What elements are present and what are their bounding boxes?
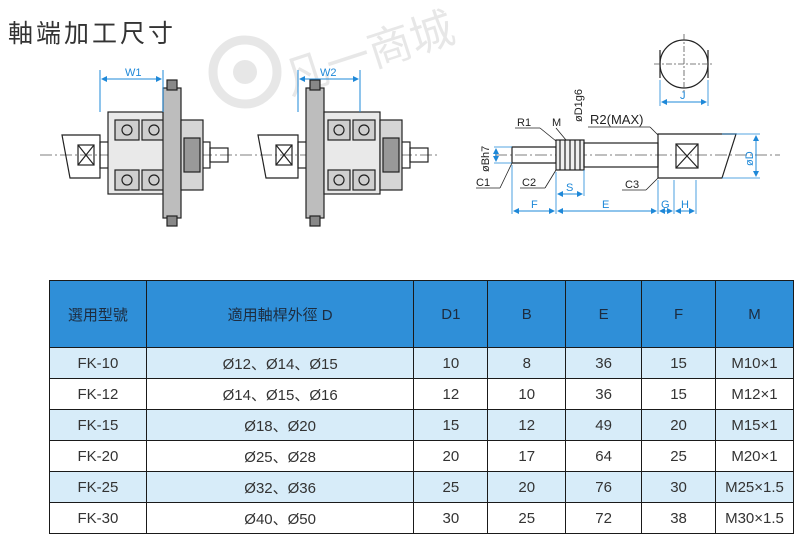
c2-label: C2 [522, 177, 536, 189]
cell-m: M30×1.5 [714, 502, 795, 534]
cell-d1: 25 [413, 471, 489, 503]
header-b: B [487, 280, 567, 348]
h-label: H [681, 199, 689, 211]
cell-e: 49 [565, 409, 643, 441]
table-row: FK-25 Ø32、Ø36 25 20 76 30 M25×1.5 [49, 471, 795, 503]
cell-d1: 30 [413, 502, 489, 534]
header-e: E [565, 280, 643, 348]
cell-shaft-diameter: Ø32、Ø36 [145, 471, 415, 503]
cell-model: FK-30 [49, 502, 147, 534]
cell-f: 38 [641, 502, 716, 534]
cell-b: 8 [487, 347, 567, 379]
header-model: 選用型號 [49, 280, 147, 348]
table-row: FK-15 Ø18、Ø20 15 12 49 20 M15×1 [49, 409, 795, 441]
cell-b: 10 [487, 378, 567, 410]
cell-model: FK-12 [49, 378, 147, 410]
cell-e: 36 [565, 347, 643, 379]
c3-label: C3 [625, 179, 639, 191]
cell-f: 20 [641, 409, 716, 441]
table-row: FK-20 Ø25、Ø28 20 17 64 25 M20×1 [49, 440, 795, 472]
cell-f: 15 [641, 347, 716, 379]
table-row: FK-10 Ø12、Ø14、Ø15 10 8 36 15 M10×1 [49, 347, 795, 379]
header-shaft-diameter: 適用軸桿外徑 D [145, 280, 415, 348]
r2-label: R2(MAX) [590, 112, 643, 127]
cell-b: 20 [487, 471, 567, 503]
page-title: 軸端加工尺寸 [8, 19, 177, 48]
cell-model: FK-10 [49, 347, 147, 379]
cell-shaft-diameter: Ø25、Ø28 [145, 440, 415, 472]
cell-shaft-diameter: Ø18、Ø20 [145, 409, 415, 441]
bearing-assembly-1 [40, 79, 240, 227]
w2-label: W2 [320, 67, 337, 79]
cell-m: M20×1 [714, 440, 795, 472]
m-label: M [552, 117, 561, 129]
cell-m: M25×1.5 [714, 471, 795, 503]
table-row: FK-30 Ø40、Ø50 30 25 72 38 M30×1.5 [49, 502, 795, 534]
table-row: FK-12 Ø14、Ø15、Ø16 12 10 36 15 M12×1 [49, 378, 795, 410]
j-label: J [680, 90, 686, 102]
header-m: M [714, 280, 795, 348]
bearing-assembly-2 [240, 79, 440, 227]
cell-shaft-diameter: Ø12、Ø14、Ø15 [145, 347, 415, 379]
f-label: F [531, 199, 538, 211]
s-label: S [566, 182, 573, 194]
cell-m: M12×1 [714, 378, 795, 410]
cell-model: FK-15 [49, 409, 147, 441]
w1-label: W1 [125, 67, 142, 79]
cell-e: 72 [565, 502, 643, 534]
cell-shaft-diameter: Ø14、Ø15、Ø16 [145, 378, 415, 410]
header-d1: D1 [413, 280, 489, 348]
cell-model: FK-20 [49, 440, 147, 472]
cell-d1: 20 [413, 440, 489, 472]
cell-shaft-diameter: Ø40、Ø50 [145, 502, 415, 534]
cell-d1: 12 [413, 378, 489, 410]
cell-f: 15 [641, 378, 716, 410]
table-header-row: 選用型號 適用軸桿外徑 D D1 B E F M [49, 280, 795, 348]
header-f: F [641, 280, 716, 348]
cell-model: FK-25 [49, 471, 147, 503]
shaft-end-view: J [654, 34, 714, 106]
shaft-labels: R1 M øD1g6 R2(MAX) øBh7 C1 C2 C3 [476, 89, 659, 191]
shaft-end-detail [495, 133, 780, 179]
cell-d1: 15 [413, 409, 489, 441]
d-label: øD [744, 151, 756, 166]
cell-e: 64 [565, 440, 643, 472]
b-label: øBh7 [480, 146, 492, 172]
w1-dimension: W1 [99, 67, 164, 112]
cell-m: M15×1 [714, 409, 795, 441]
e-label: E [602, 199, 609, 211]
cell-b: 25 [487, 502, 567, 534]
shaft-dimensions: S F E G H øD [511, 133, 760, 214]
d1-label: øD1g6 [573, 89, 585, 122]
cell-m: M10×1 [714, 347, 795, 379]
cell-d1: 10 [413, 347, 489, 379]
r1-label: R1 [517, 117, 531, 129]
shaft-end-drawing: W1 W2 [40, 34, 780, 227]
g-label: G [661, 199, 670, 211]
cell-b: 17 [487, 440, 567, 472]
w2-dimension: W2 [297, 67, 361, 112]
c1-label: C1 [476, 177, 490, 189]
cell-b: 12 [487, 409, 567, 441]
cell-e: 76 [565, 471, 643, 503]
cell-f: 30 [641, 471, 716, 503]
cell-f: 25 [641, 440, 716, 472]
cell-e: 36 [565, 378, 643, 410]
spec-table: 選用型號 適用軸桿外徑 D D1 B E F M FK-10 Ø12、Ø14、Ø… [49, 280, 795, 534]
